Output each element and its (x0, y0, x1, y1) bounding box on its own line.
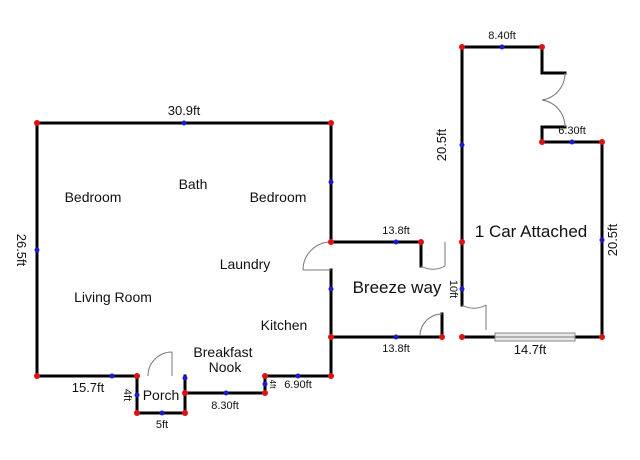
door-arc-breezeway-top (420, 265, 446, 270)
corner-marker (459, 334, 465, 340)
corner-marker (134, 373, 140, 379)
dim-breezeway-bottom: 13.8ft (382, 343, 410, 355)
corner-marker (599, 139, 605, 145)
midpoint-marker (393, 334, 399, 340)
corner-marker (328, 239, 334, 245)
dim-garage-notch: 6.30ft (558, 125, 586, 137)
dim-house-top: 30.9ft (168, 103, 201, 118)
midpoint-marker (182, 375, 188, 381)
room-label-garage: 1 Car Attached (475, 222, 587, 241)
corner-marker (34, 120, 40, 126)
midpoint-marker (109, 373, 115, 379)
midpoint-marker (599, 237, 605, 243)
breezeway-walls (329, 240, 444, 339)
corner-marker (599, 334, 605, 340)
dim-nook-bottom: 8.30ft (211, 400, 239, 412)
midpoint-marker (328, 179, 334, 185)
dim-breezeway-side: 10ft (447, 280, 459, 298)
room-label-nook: Nook (209, 359, 243, 375)
midpoint-marker (393, 239, 399, 245)
door-arc-porch (147, 351, 173, 377)
dim-garage-right: 20.5ft (605, 223, 620, 256)
door-arc-garage-side-lower (541, 99, 566, 128)
dim-kitchen-bottom: 6.90ft (284, 379, 312, 391)
dim-breezeway-top: 13.8ft (382, 225, 410, 237)
dim-garage-bottom: 14.7ft (514, 342, 547, 357)
room-label-kitchen: Kitchen (261, 317, 308, 333)
midpoint-marker (459, 142, 465, 148)
corner-marker (182, 410, 188, 416)
room-label-living-room: Living Room (74, 289, 152, 305)
midpoint-marker (134, 392, 140, 398)
door-arc-garage (461, 304, 487, 309)
room-label-bedroom-right: Bedroom (250, 189, 307, 205)
corner-marker (182, 390, 188, 396)
corner-marker (34, 373, 40, 379)
room-label-laundry: Laundry (220, 256, 271, 272)
midpoint-marker (569, 139, 575, 145)
corner-marker (328, 373, 334, 379)
corner-markers (34, 44, 605, 416)
dim-garage-left: 20.5ft (434, 128, 449, 161)
corner-marker (328, 334, 334, 340)
corner-marker (262, 390, 268, 396)
corner-marker (418, 239, 424, 245)
dim-porch-bottom: 5ft (156, 419, 168, 431)
midpoint-marker (459, 286, 465, 292)
corner-marker (328, 120, 334, 126)
door-arc-garage-side-upper (541, 72, 566, 101)
corner-marker (539, 139, 545, 145)
room-label-bath: Bath (179, 176, 208, 192)
corner-marker (539, 44, 545, 50)
dim-nook-step: 4ft (268, 380, 277, 390)
door-arc-house-breezeway (302, 241, 332, 271)
corner-marker (459, 44, 465, 50)
midpoint-marker (223, 390, 229, 396)
room-label-breakfast: Breakfast (193, 344, 252, 360)
room-labels: Bedroom Bath Bedroom Laundry Living Room… (65, 176, 588, 403)
midpoint-marker (328, 286, 334, 292)
door-arc-breezeway-bottom (419, 313, 443, 337)
garage-walls (460, 45, 604, 339)
house-walls (35, 121, 333, 395)
midpoint-marker (159, 410, 165, 416)
dimension-labels: 30.9ft 26.5ft 15.7ft 4ft 5ft 8.30ft 4ft … (14, 30, 620, 431)
corner-marker (262, 373, 268, 379)
midpoint-marker (262, 381, 268, 387)
dim-house-bottom-left: 15.7ft (72, 380, 105, 395)
midpoint-marker (181, 120, 187, 126)
corner-marker (439, 334, 445, 340)
corner-marker (134, 410, 140, 416)
room-label-breezeway: Breeze way (353, 278, 442, 297)
door-swings (147, 72, 566, 377)
midpoint-marker (499, 44, 505, 50)
midpoint-marker (34, 247, 40, 253)
midpoint-marker (295, 373, 301, 379)
corner-marker (459, 239, 465, 245)
room-label-porch: Porch (143, 387, 180, 403)
dim-porch-side: 4ft (121, 389, 133, 401)
dim-house-left: 26.5ft (14, 234, 29, 267)
room-label-bedroom-left: Bedroom (65, 189, 122, 205)
midpoint-markers (34, 44, 605, 416)
dim-garage-top: 8.40ft (488, 30, 516, 42)
